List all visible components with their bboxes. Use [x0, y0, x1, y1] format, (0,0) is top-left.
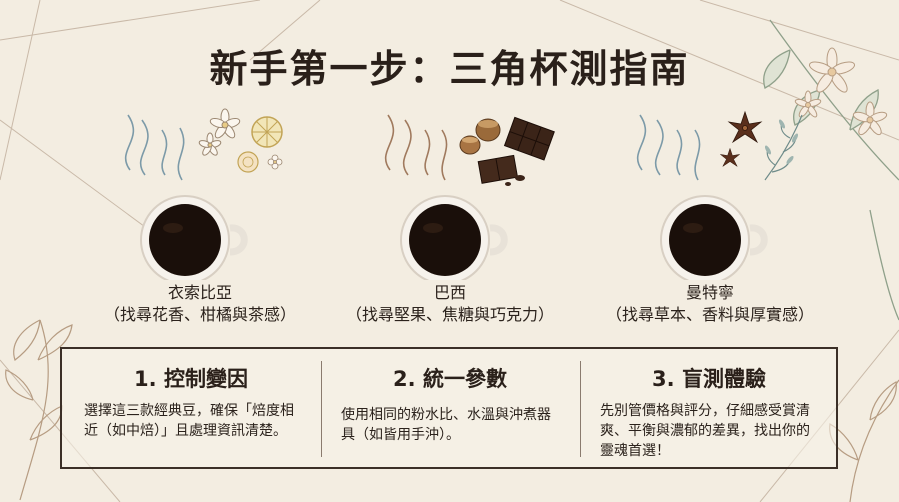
cup-ethiopia: 衣索比亞 （找尋花香、柑橘與茶感）: [70, 100, 330, 330]
steam-icon: [636, 114, 701, 181]
cup-name: 巴西: [433, 283, 466, 302]
nut-chocolate-icon: [459, 116, 555, 186]
right-flowers-icon: [794, 47, 888, 136]
coffee-cup-icon: [636, 110, 803, 280]
cup-hint: （找尋草本、香料與厚實感）: [605, 305, 814, 324]
cup-name: 衣索比亞: [167, 283, 232, 302]
cup-brazil: 巴西 （找尋堅果、焦糖與巧克力）: [320, 100, 580, 330]
cup-name: 曼特寧: [685, 283, 734, 302]
step-description: 選擇這三款經典豆，確保「焙度相近（如中焙）」且處理資訊清楚。: [84, 403, 294, 439]
bottom-right-leaves-icon: [829, 379, 899, 502]
coffee-cup-icon: [124, 108, 283, 280]
herb-spice-icon: [719, 110, 803, 181]
coffee-cup-icon: [384, 114, 555, 280]
step-title: 3. 盲測體驗: [652, 367, 766, 391]
step-title: 2. 統一參數: [393, 367, 507, 391]
step-blind-tasting: 3. 盲測體驗 先別管價格與評分，仔細感受賞清爽、平衡與濃郁的差異，找出你的靈魂…: [580, 349, 838, 467]
step-title: 1. 控制變因: [134, 367, 248, 391]
flower-citrus-icon: [198, 108, 283, 173]
step-control-variables: 1. 控制變因 選擇這三款經典豆，確保「焙度相近（如中焙）」且處理資訊清楚。: [62, 349, 320, 467]
cup-hint: （找尋堅果、焦糖與巧克力）: [345, 305, 554, 324]
steps-panel: 1. 控制變因 選擇這三款經典豆，確保「焙度相近（如中焙）」且處理資訊清楚。 2…: [60, 347, 838, 469]
step-description: 先別管價格與評分，仔細感受賞清爽、平衡與濃郁的差異，找出你的靈魂首選！: [600, 403, 810, 459]
step-description: 使用相同的粉水比、水溫與沖煮器具（如皆用手沖）。: [341, 407, 551, 443]
divider: [580, 361, 581, 457]
step-unify-parameters: 2. 統一參數 使用相同的粉水比、水溫與沖煮器具（如皆用手沖）。: [321, 349, 579, 467]
steam-icon: [384, 114, 448, 181]
page-title: 新手第一步：三角杯測指南: [209, 47, 690, 91]
steam-icon: [124, 114, 185, 181]
cup-hint: （找尋花香、柑橘與茶感）: [103, 305, 296, 324]
divider: [321, 361, 322, 457]
cup-mandheling: 曼特寧 （找尋草本、香料與厚實感）: [580, 100, 840, 330]
